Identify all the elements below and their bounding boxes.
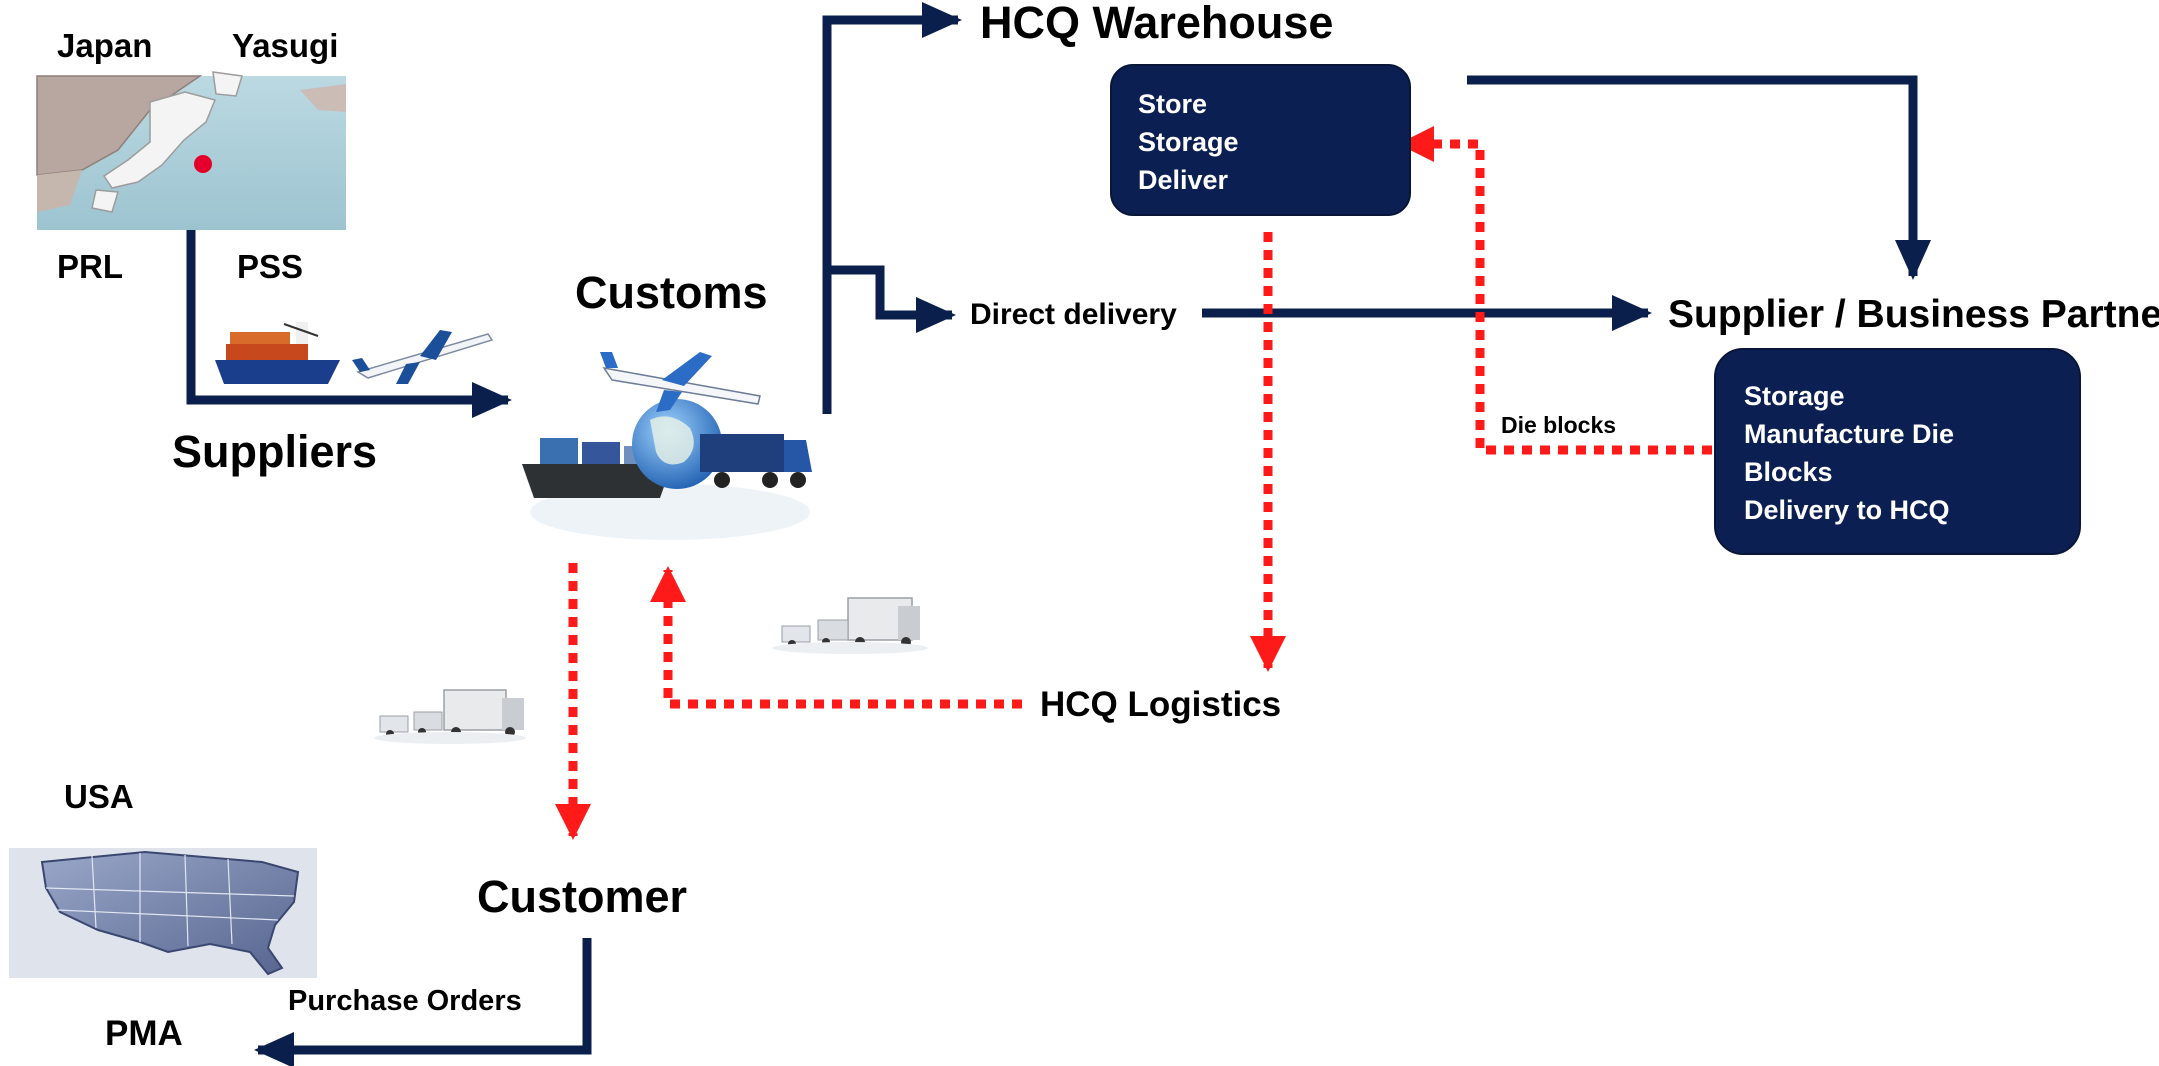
labels: Japan Yasugi PRL PSS Suppliers Customs H… (57, 0, 2159, 1053)
usa-map-image (9, 848, 317, 978)
japan-label: Japan (57, 27, 152, 64)
partner-line-3: Blocks (1744, 457, 1833, 487)
globe-transport-icon (522, 352, 812, 540)
hcq-warehouse-label: HCQ Warehouse (980, 0, 1333, 48)
partner-line-2: Manufacture Die (1744, 419, 1954, 449)
hcq-logistics-label: HCQ Logistics (1040, 685, 1281, 724)
customs-to-warehouse-arrow (822, 2, 962, 414)
truck-convoy-icon (374, 689, 526, 744)
customer-label: Customer (477, 871, 687, 922)
pss-label: PSS (237, 248, 303, 285)
hcq-warehouse-box: Store Storage Deliver (1110, 64, 1411, 216)
supplier-partner-label: Supplier / Business Partner (1668, 293, 2159, 336)
logistics-to-customs-dotted-arrow (650, 566, 1022, 709)
warehouse-line-3: Deliver (1138, 165, 1229, 195)
warehouse-to-partner-arrow (1467, 75, 1931, 280)
airplane-icon (352, 330, 494, 384)
pma-label: PMA (105, 1014, 183, 1053)
customs-label: Customs (575, 267, 768, 318)
partner-to-warehouse-dotted-arrow (1398, 126, 1712, 455)
red-dotted-lines (555, 126, 1712, 840)
supplier-to-customs-arrow (186, 230, 512, 418)
warehouse-line-2: Storage (1138, 127, 1239, 157)
partner-line-4: Delivery to HCQ (1744, 495, 1950, 525)
customs-to-direct-delivery-arrow (827, 265, 956, 333)
suppliers-label: Suppliers (172, 426, 377, 477)
navy-flow-lines (186, 2, 1931, 1066)
yasugi-label: Yasugi (232, 27, 338, 64)
truck-convoy-icon (772, 597, 928, 654)
japan-map-image (36, 71, 346, 230)
direct-delivery-label: Direct delivery (970, 298, 1177, 331)
prl-label: PRL (57, 248, 123, 285)
customer-to-pma-arrow (254, 938, 592, 1066)
die-blocks-label: Die blocks (1501, 412, 1616, 438)
purchase-orders-label: Purchase Orders (288, 985, 522, 1017)
warehouse-line-1: Store (1138, 89, 1207, 119)
partner-line-1: Storage (1744, 381, 1845, 411)
cargo-ship-icon (215, 322, 340, 384)
usa-label: USA (64, 778, 134, 815)
supplier-partner-box: Storage Manufacture Die Blocks Delivery … (1714, 348, 2081, 555)
